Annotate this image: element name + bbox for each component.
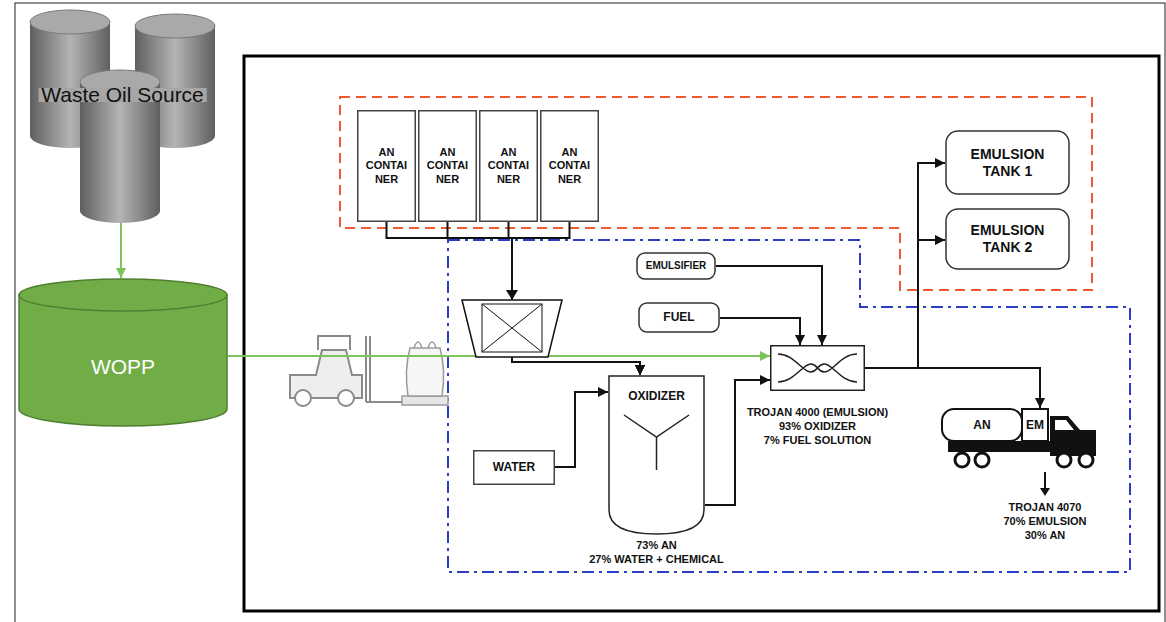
node-outline: [25, 8, 220, 223]
fuel-box: FUEL: [638, 302, 720, 333]
node-label: WATER: [493, 460, 535, 474]
node-label: EMULSION TANK 1: [960, 146, 1055, 180]
node-label: AN: [973, 418, 990, 432]
flow-arrow: [865, 163, 945, 368]
water-box: WATER: [473, 450, 555, 485]
flow-arrow: [720, 318, 800, 345]
flow-arrow: [865, 240, 945, 368]
an-container: AN CONTAI NER: [479, 110, 538, 222]
flow-arrow: [120, 223, 122, 278]
hopper-symbol: [462, 290, 562, 357]
storage-boundary: [340, 97, 1092, 290]
delivery-truck: ANEMTROJAN 407070% EMULSION30% AN: [940, 408, 1100, 474]
node-caption: 73% AN: [636, 538, 677, 552]
node-label: TROJAN 4070: [1009, 500, 1082, 514]
node-label: AN CONTAI NER: [357, 146, 416, 186]
process-boundary: [448, 240, 1130, 572]
node-label: 70% EMULSION: [1003, 514, 1086, 528]
node-label: AN CONTAI NER: [540, 146, 599, 186]
flow-arrow: [555, 392, 608, 467]
flow-arrow: [448, 222, 641, 375]
node-label: EMULSIFIER: [646, 260, 707, 272]
wopp-tank: WOPP: [18, 278, 228, 426]
emulsion-tank: EMULSION TANK 1: [945, 130, 1070, 195]
node-caption: 27% WATER + CHEMICAL: [589, 552, 724, 566]
waste-oil-drums: Waste Oil Source: [25, 8, 220, 223]
flow-arrow: [716, 266, 822, 345]
bulk-bag-illustration: [402, 342, 448, 405]
node-outline: [940, 408, 1100, 474]
an-container: AN CONTAI NER: [540, 110, 599, 222]
emulsifier-box: EMULSIFIER: [636, 252, 716, 280]
inner-frame: [244, 56, 1159, 611]
node-label: AN CONTAI NER: [418, 146, 477, 186]
emulsion-mixer: TROJAN 4000 (EMULSION)93% OXIDIZER7% FUE…: [770, 345, 865, 391]
node-caption: 7% FUEL SOLUTION: [764, 433, 871, 447]
an-container: AN CONTAI NER: [357, 110, 416, 222]
outer-frame: [15, 3, 1165, 622]
node-label: AN CONTAI NER: [479, 146, 538, 186]
node-label: OXIDIZER: [628, 389, 685, 403]
node-outline: [770, 345, 865, 391]
node-label: 30% AN: [1025, 528, 1066, 542]
flow-arrow: [387, 222, 641, 375]
node-label: EM: [1026, 418, 1044, 432]
node-label: TROJAN 4000 (EMULSION): [747, 405, 888, 419]
emulsion-tank: EMULSION TANK 2: [945, 208, 1070, 270]
node-label: WOPP: [91, 354, 155, 379]
node-outline: [18, 278, 228, 426]
flow-arrow: [865, 368, 1040, 408]
forklift-illustration: [290, 336, 402, 406]
flow-arrow: [705, 380, 770, 505]
node-label: EMULSION TANK 2: [960, 222, 1055, 256]
oxidizer-tank: OXIDIZER73% AN27% WATER + CHEMICAL: [608, 375, 705, 535]
node-label: FUEL: [663, 310, 694, 324]
node-label: Waste Oil Source: [38, 88, 207, 102]
an-container: AN CONTAI NER: [418, 110, 477, 222]
node-caption: 93% OXIDIZER: [779, 419, 856, 433]
